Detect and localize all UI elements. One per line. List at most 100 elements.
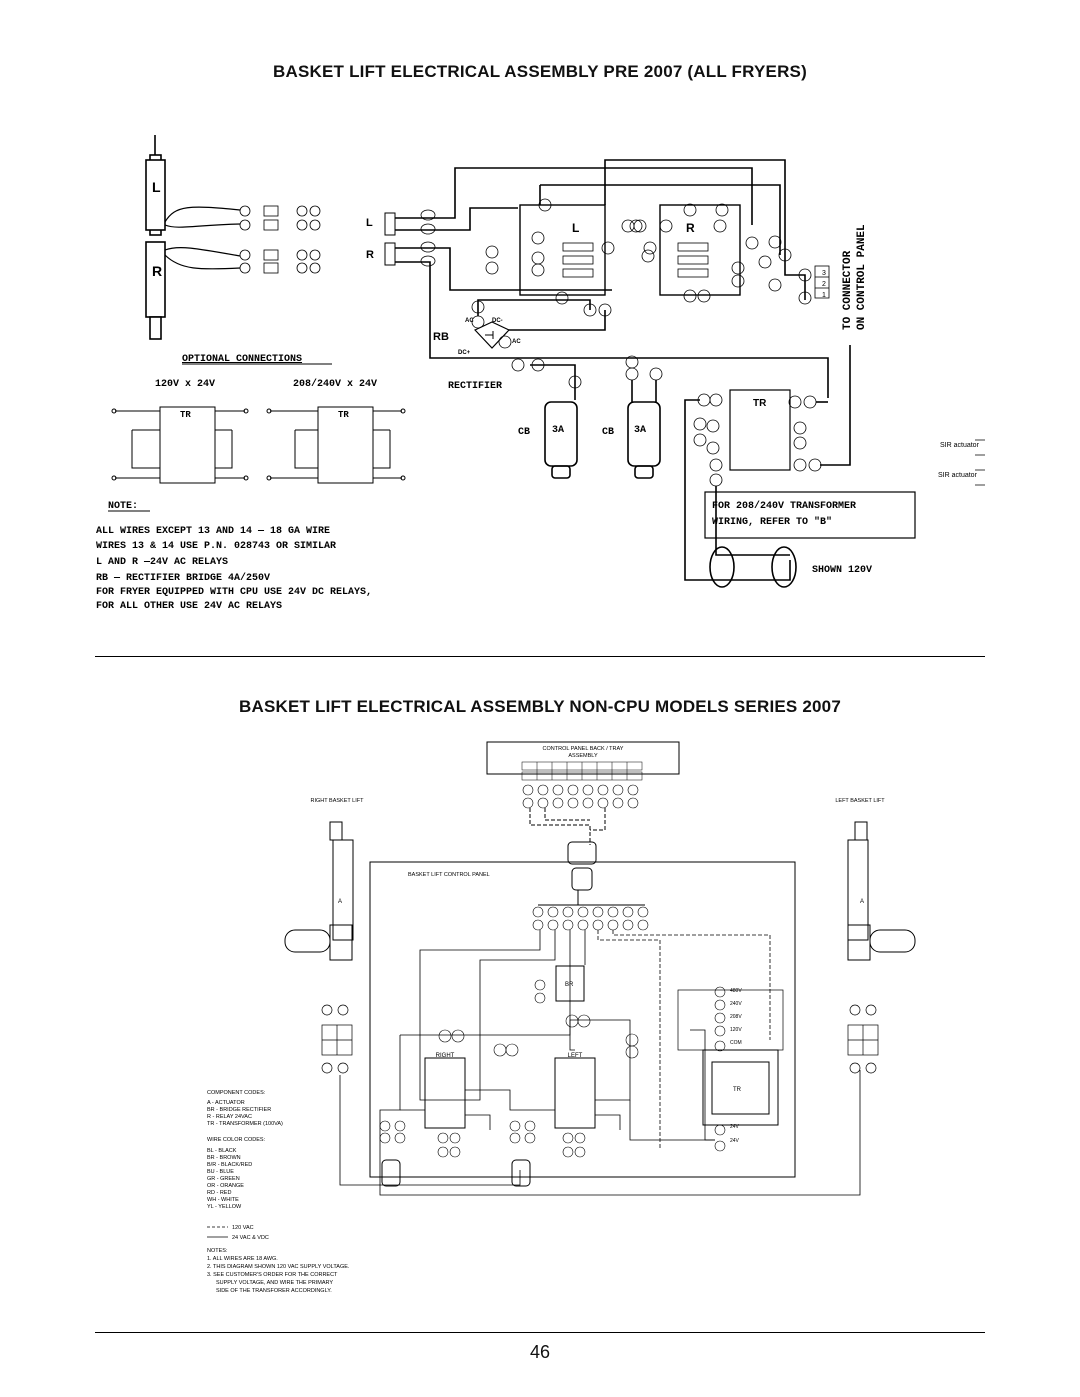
cb1-label: CB [518, 427, 530, 438]
dc-minus-label: DC- [492, 318, 503, 324]
main-tr-label: TR [753, 398, 767, 409]
section-divider [95, 656, 985, 657]
bottom-note-5: SIDE OF THE TRANSFORER ACCORDINGLY. [216, 1288, 332, 1294]
actuator-left-label: L [152, 179, 161, 195]
svg-text:2: 2 [822, 281, 826, 288]
tap-com: COM [730, 1040, 742, 1046]
svg-text:AC: AC [512, 339, 521, 345]
component-code-1: A - ACTUATOR [207, 1100, 245, 1106]
relay-right-tag: R [366, 249, 374, 261]
cb1-amp: 3A [552, 425, 564, 436]
bottom-note-2: 2. THIS DIAGRAM SHOWN 120 VAC SUPPLY VOL… [207, 1264, 350, 1270]
secondary-24v-b: 24V [730, 1138, 740, 1144]
actuator-left: L [145, 135, 166, 236]
optional-tr-120: TR [111, 406, 249, 484]
relay-l-box [519, 204, 606, 296]
wire-code-3: B/R - BLACK/RED [207, 1162, 252, 1168]
bottom-note-3: 3. SEE CUSTOMER'S ORDER FOR THE CORRECT [207, 1272, 338, 1278]
shown-120v-label: SHOWN 120V [812, 565, 872, 576]
wire-code-1: BL - BLACK [207, 1148, 237, 1154]
wire-codes-title: WIRE COLOR CODES: [207, 1137, 266, 1143]
ac-top-label: AC [465, 318, 474, 324]
bottom-notes-title: NOTES: [207, 1248, 228, 1254]
top-diagram-title: BASKET LIFT ELECTRICAL ASSEMBLY PRE 2007… [273, 62, 807, 81]
tap-120v: 120V [730, 1027, 742, 1033]
cb2-amp: 3A [634, 425, 646, 436]
note-line-6: FOR ALL OTHER USE 24V AC RELAYS [96, 601, 282, 612]
note-line-3: L AND R —24V AC RELAYS [96, 557, 228, 568]
tap-480v: 480V [730, 988, 742, 994]
panel-connector-row [532, 906, 649, 931]
basket-lift-control-panel [369, 861, 796, 1178]
on-control-panel-label: ON CONTROL PANEL [856, 224, 868, 330]
wire-code-5: GR - GREEN [207, 1176, 240, 1182]
left-basket-lift: LEFT BASKET LIFT A [835, 798, 916, 961]
svg-text:R: R [686, 221, 695, 235]
for-208-line1: FOR 208/240V TRANSFORMER [712, 500, 856, 512]
component-codes-title: COMPONENT CODES: [207, 1090, 266, 1096]
right-lift-label: RIGHT BASKET LIFT [311, 798, 365, 804]
control-panel-back-tray: CONTROL PANEL BACK / TRAY ASSEMBLY [486, 741, 680, 781]
relay-right: RIGHT [424, 1053, 466, 1129]
tap-208v: 208V [730, 1014, 742, 1020]
bottom-transformer: TR [702, 1049, 779, 1126]
note-line-5: FOR FRYER EQUIPPED WITH CPU USE 24V DC R… [96, 587, 372, 598]
actuator-connector-strip [239, 205, 321, 274]
left-lift-label: LEFT BASKET LIFT [835, 798, 885, 804]
relay-left: LEFT [554, 1053, 596, 1129]
svg-text:BR: BR [565, 982, 574, 988]
component-code-3: R - RELAY 24VAC [207, 1114, 252, 1120]
optional-tr-120-label: TR [180, 410, 191, 420]
transformer-note-box [704, 491, 916, 539]
ctrl-panel-line2: ASSEMBLY [568, 753, 598, 759]
relay-r-box [659, 204, 741, 296]
wire-code-9: YL - YELLOW [207, 1204, 242, 1210]
right-lift-plug [321, 1004, 353, 1074]
legend-120vac: 120 VAC [232, 1225, 254, 1231]
cb2-label: CB [602, 427, 614, 438]
actuator-right: R [145, 241, 166, 340]
actuator-right-label: R [152, 263, 162, 279]
relay-left-tag: L [366, 217, 373, 229]
relay-left-label: LEFT [568, 1053, 583, 1059]
right-basket-lift: RIGHT BASKET LIFT A [284, 798, 365, 961]
circuit-breaker-2: CB 3A [602, 401, 661, 479]
bottom-note-1: 1. ALL WIRES ARE 18 AWG. [207, 1256, 278, 1262]
optional-tr-208-label: TR [338, 410, 349, 420]
dc-plus-label: DC+ [458, 350, 471, 356]
circuit-breaker-1: CB 3A [518, 401, 578, 479]
for-208-line2: WIRING, REFER TO "B" [712, 516, 832, 528]
bottom-note-4: SUPPLY VOLTAGE, AND WIRE THE PRIMARY [216, 1280, 333, 1286]
tap-240v: 240V [730, 1001, 742, 1007]
secondary-24v-a: 24V [730, 1124, 740, 1130]
svg-text:1: 1 [822, 292, 826, 299]
bottom-diagram-title: BASKET LIFT ELECTRICAL ASSEMBLY NON-CPU … [239, 697, 841, 716]
note-line-4: RB — RECTIFIER BRIDGE 4A/250V [96, 572, 270, 584]
tr-208v-label: 208/240V x 24V [293, 378, 377, 390]
component-code-2: BR - BRIDGE RECTIFIER [207, 1107, 271, 1113]
bottom-tr-label: TR [733, 1087, 742, 1093]
svg-text:A: A [860, 899, 864, 905]
note-line-2: WIRES 13 & 14 USE P.N. 028743 OR SIMILAR [96, 541, 336, 552]
left-lift-plug [847, 1004, 879, 1074]
page-number: 46 [529, 1342, 551, 1362]
sir-actuator-2: SIR actuator [938, 472, 978, 479]
wire-code-7: RD - RED [207, 1190, 231, 1196]
wire-code-6: OR - ORANGE [207, 1183, 244, 1189]
main-transformer: TR [729, 389, 791, 471]
note-line-1: ALL WIRES EXCEPT 13 AND 14 — 18 GA WIRE [96, 526, 330, 537]
rectifier-label: RECTIFIER [448, 381, 502, 392]
optional-tr-208: TR [266, 406, 406, 484]
optional-connections-title: OPTIONAL CONNECTIONS [182, 354, 302, 365]
relay-right-label: RIGHT [436, 1053, 455, 1059]
wire-code-2: BR - BROWN [207, 1155, 241, 1161]
tr-120v-label: 120V x 24V [155, 379, 215, 390]
tray-wire-circles [522, 784, 639, 809]
sir-actuator-1: SIR actuator [940, 442, 980, 449]
wire-code-4: BU - BLUE [207, 1169, 234, 1175]
control-panel-connector: 3 2 1 [814, 265, 830, 299]
rb-label: RB [433, 331, 449, 343]
to-connector-label: TO CONNECTOR [842, 250, 854, 330]
